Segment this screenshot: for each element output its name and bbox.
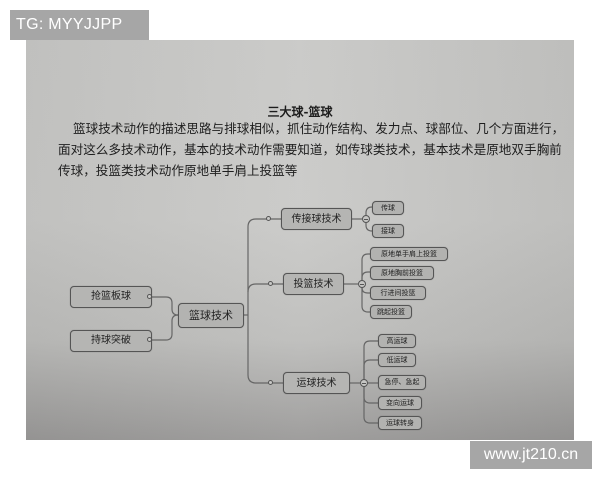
document-paragraph: 篮球技术动作的描述思路与排球相似，抓住动作结构、发力点、球部位、几个方面进行， … [58, 118, 565, 181]
mindmap-leaf-pass[interactable]: 传球 [372, 201, 404, 215]
mindmap-node-shooting[interactable]: 投篮技术 [283, 273, 344, 295]
paragraph-line: 传球，投篮类技术动作原地单手肩上投篮等 [58, 163, 298, 178]
mindmap-node-passing[interactable]: 传接球技术 [281, 208, 352, 230]
paragraph-line: 面对这么多技术动作，基本的技术动作需要知道，如传球类技术，基本技术是原地双手胸前 [58, 142, 562, 157]
mindmap-node-rebound[interactable]: 抢篮板球 [70, 286, 152, 308]
watermark-bottom-right: www.jt210.cn [470, 441, 592, 469]
paragraph-line: 篮球技术动作的描述思路与排球相似，抓住动作结构、发力点、球部位、几个方面进行， [73, 121, 565, 136]
mindmap-leaf-shoot-2[interactable]: 原地胸前投篮 [370, 266, 434, 280]
connector-dot [268, 281, 273, 286]
document-title: 三大球-篮球 [267, 105, 333, 119]
connector-dot [147, 337, 152, 342]
mindmap-leaf-dribble-5[interactable]: 运球转身 [378, 416, 422, 430]
mindmap-node-dribbling[interactable]: 运球技术 [283, 372, 350, 394]
collapse-toggle-icon[interactable] [358, 280, 366, 288]
mindmap-leaf-dribble-2[interactable]: 低运球 [378, 353, 416, 367]
mindmap-leaf-shoot-4[interactable]: 跳起投篮 [370, 305, 412, 319]
collapse-toggle-icon[interactable] [360, 379, 368, 387]
mindmap-leaf-dribble-3[interactable]: 急停、急起 [378, 375, 426, 390]
mindmap-leaf-dribble-4[interactable]: 变向运球 [378, 396, 422, 410]
connector-dot [268, 380, 273, 385]
mindmap-leaf-shoot-3[interactable]: 行进间投篮 [370, 286, 426, 300]
mindmap-leaf-dribble-1[interactable]: 高运球 [378, 334, 416, 348]
mindmap-leaf-shoot-1[interactable]: 原地单手肩上投篮 [370, 247, 448, 261]
mindmap-leaf-catch[interactable]: 接球 [372, 224, 404, 238]
connector-dot [266, 216, 271, 221]
collapse-toggle-icon[interactable] [362, 215, 370, 223]
watermark-top-left: TG: MYYJJPP [10, 10, 149, 40]
connector-dot [147, 294, 152, 299]
document-photo [26, 40, 574, 440]
mindmap-root-node[interactable]: 篮球技术 [178, 303, 244, 328]
mindmap-node-drive[interactable]: 持球突破 [70, 330, 152, 352]
